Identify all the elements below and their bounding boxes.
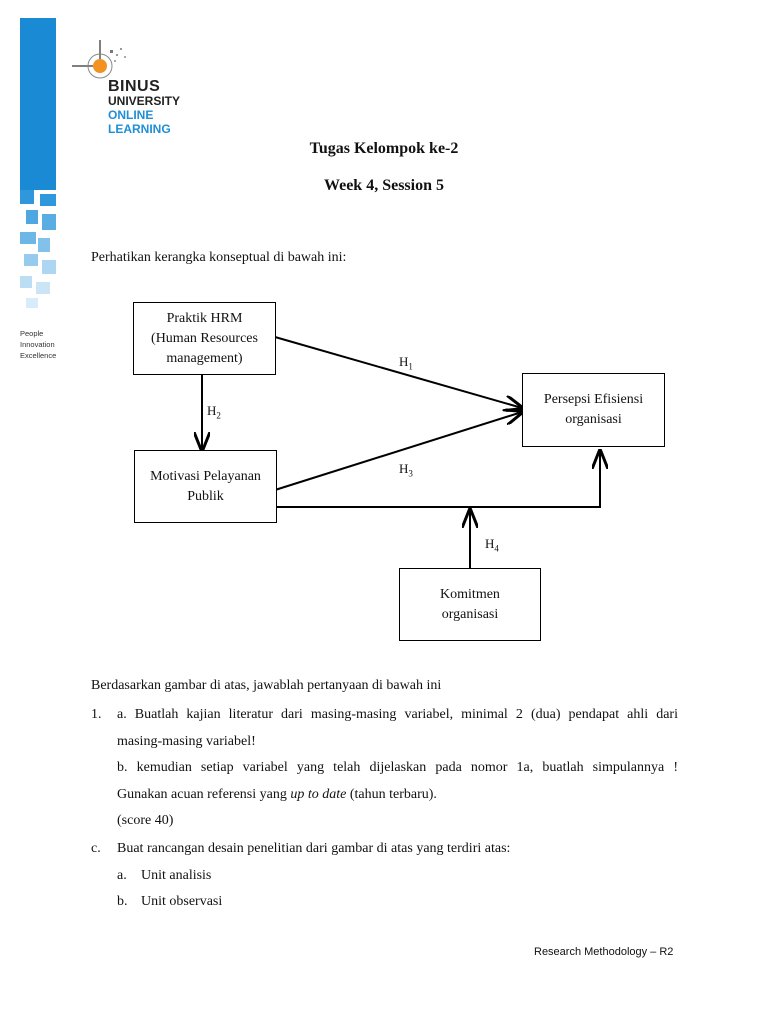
label-h2: H2 — [207, 403, 221, 421]
box-komitmen: Komitmen organisasi — [399, 568, 541, 641]
box-persepsi-efisiensi: Persepsi Efisiensi organisasi — [522, 373, 665, 447]
page-footer: Research Methodology – R2 — [534, 946, 674, 958]
label-h3: H3 — [399, 461, 413, 479]
intro-text: Perhatikan kerangka konseptual di bawah … — [91, 250, 347, 265]
qc-number: c. — [91, 841, 101, 856]
page-title: Tugas Kelompok ke-2 — [309, 140, 459, 157]
side-banner — [20, 18, 56, 318]
label-h4: H4 — [485, 536, 499, 554]
questions-lead: Berdasarkan gambar di atas, jawablah per… — [91, 678, 442, 693]
tagline: People Innovation Excellence — [20, 329, 57, 360]
qc-a-number: a. — [117, 868, 127, 883]
qc-text: Buat rancangan desain penelitian dari ga… — [117, 841, 511, 856]
q1-score: (score 40) — [117, 813, 174, 828]
box-praktik-hrm: Praktik HRM (Human Resources management) — [133, 302, 276, 375]
page-subtitle: Week 4, Session 5 — [323, 177, 444, 194]
qc-a-text: Unit analisis — [141, 868, 212, 883]
q1b-line1: b. kemudian setiap variabel yang telah d… — [117, 760, 678, 775]
q1b-line2: Gunakan acuan referensi yang up to date … — [117, 787, 437, 802]
label-h1: H1 — [399, 354, 413, 372]
logo-wordmark: BINUS UNIVERSITY ONLINE LEARNING — [108, 78, 181, 137]
q1a-line1: a. Buatlah kajian literatur dari masing-… — [117, 707, 678, 722]
qc-b-text: Unit observasi — [141, 894, 223, 909]
q1a-line2: masing-masing variabel! — [117, 734, 256, 749]
qc-b-number: b. — [117, 894, 128, 909]
binus-logo-icon — [72, 40, 126, 79]
q1-number: 1. — [91, 707, 102, 722]
box-motivasi-pelayanan: Motivasi Pelayanan Publik — [134, 450, 277, 523]
